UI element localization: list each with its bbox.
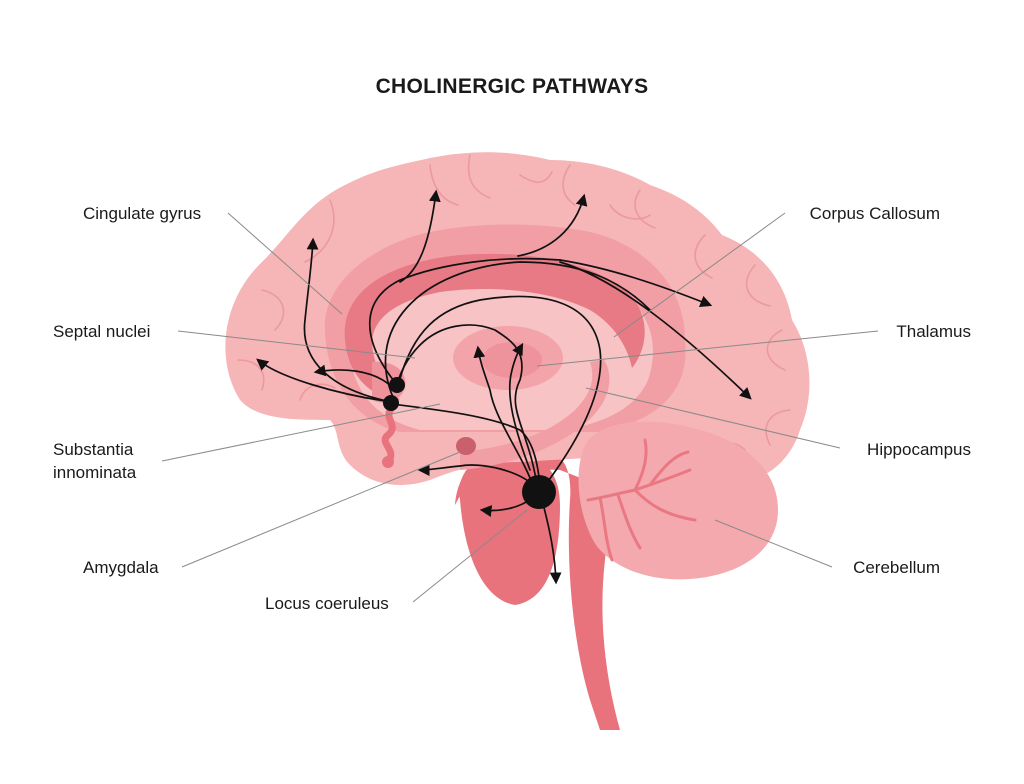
label-substantia-innominata-line1: Substantia bbox=[53, 440, 134, 459]
label-cerebellum: Cerebellum bbox=[853, 558, 940, 577]
pathway-posterior-a bbox=[559, 259, 713, 307]
structure-labels: Cingulate gyrus Septal nuclei Substantia… bbox=[53, 204, 971, 613]
substantia-innominata-dot bbox=[383, 395, 399, 411]
pons bbox=[459, 451, 560, 605]
cerebellum-arbor-vitae bbox=[586, 438, 697, 562]
label-locus-coeruleus: Locus coeruleus bbox=[265, 594, 389, 613]
label-cingulate-gyrus: Cingulate gyrus bbox=[83, 204, 201, 223]
label-thalamus: Thalamus bbox=[896, 322, 971, 341]
pathway-frontal-down bbox=[256, 358, 393, 403]
leader-amygdala bbox=[181, 451, 461, 568]
leader-cerebellum bbox=[714, 519, 833, 568]
pathway-thalamus-right bbox=[508, 342, 531, 471]
leader-substantia-innominata bbox=[161, 403, 441, 462]
thalamus-core bbox=[482, 342, 542, 378]
hippocampus-arc bbox=[460, 360, 610, 470]
locus-coeruleus-dot bbox=[522, 475, 556, 509]
label-amygdala: Amygdala bbox=[83, 558, 159, 577]
corpus-callosum bbox=[344, 253, 645, 400]
amygdala-dot-left bbox=[382, 456, 394, 468]
leader-corpus-callosum bbox=[613, 212, 786, 338]
cerebellum bbox=[578, 421, 778, 580]
pathway-upper-b bbox=[517, 193, 588, 257]
septal-nucleus-dot bbox=[389, 377, 405, 393]
pathway-frontal-up bbox=[303, 237, 393, 403]
leader-lines bbox=[161, 212, 879, 603]
amygdala bbox=[456, 437, 476, 455]
pathway-upper-a bbox=[399, 189, 441, 283]
pathway-cingulate-arc bbox=[369, 257, 561, 387]
leader-septal-nuclei bbox=[177, 330, 416, 359]
leader-thalamus bbox=[536, 330, 879, 367]
pathway-amygdala bbox=[417, 464, 537, 489]
pathway-arc-return bbox=[397, 295, 602, 493]
brain-illustration bbox=[225, 152, 810, 730]
pathway-locus-down bbox=[541, 499, 562, 585]
pathway-thalamus-left bbox=[473, 345, 536, 491]
leader-cingulate-gyrus bbox=[227, 212, 343, 315]
pathway-si-hippocampus bbox=[391, 403, 541, 489]
substantia-innominata-shape bbox=[381, 404, 396, 466]
label-corpus-callosum: Corpus Callosum bbox=[810, 204, 940, 223]
diagram-title: CHOLINERGIC PATHWAYS bbox=[376, 75, 649, 98]
pathway-thalamus-loop bbox=[395, 324, 539, 493]
brainstem bbox=[455, 452, 620, 730]
leader-locus-coeruleus bbox=[412, 509, 528, 603]
label-septal-nuclei: Septal nuclei bbox=[53, 322, 150, 341]
cholinergic-pathways bbox=[256, 189, 752, 585]
leader-hippocampus bbox=[585, 387, 841, 449]
pathway-long-arc bbox=[384, 261, 651, 405]
label-hippocampus: Hippocampus bbox=[867, 440, 971, 459]
label-substantia-innominata-line2: innominata bbox=[53, 463, 137, 482]
